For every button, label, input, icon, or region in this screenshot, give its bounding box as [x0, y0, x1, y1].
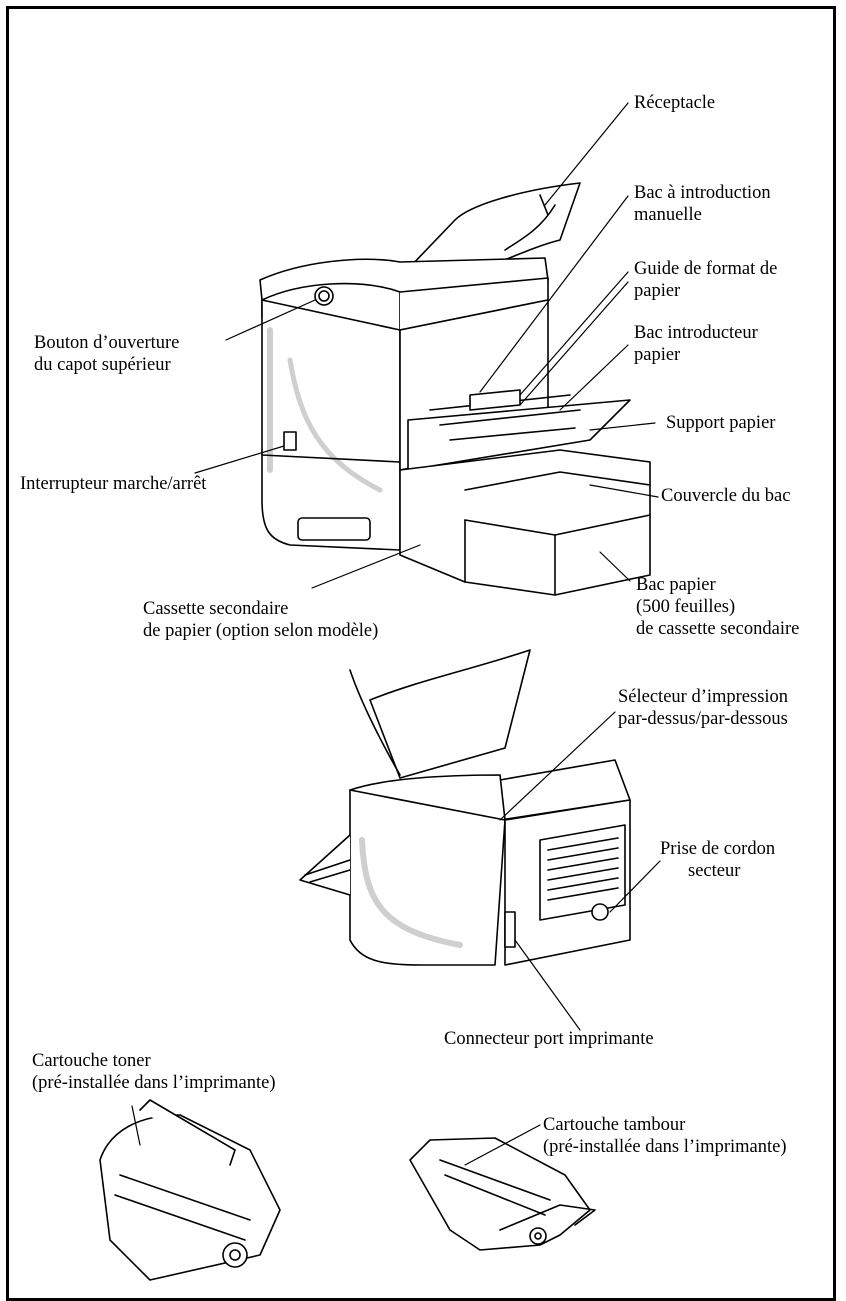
label-tray-cover: Couvercle du bac	[661, 486, 791, 506]
figure-frame	[6, 6, 836, 1301]
drum-leader-line	[464, 1124, 541, 1166]
label-power-switch: Interrupteur marche/arrêt	[20, 474, 207, 494]
label-output-selector: Sélecteur d’impression par-dessus/par-de…	[618, 687, 789, 729]
label-drum-cartridge: Cartouche tambour (pré-installée dans l’…	[543, 1115, 787, 1157]
label-paper-guide: Guide de format de papier	[634, 259, 778, 301]
label-toner-cartridge: Cartouche toner (pré-installée dans l’im…	[32, 1051, 276, 1093]
label-lower-cassette: Cassette secondaire de papier (option se…	[143, 599, 379, 641]
label-power-socket: Prise de cordon secteur	[660, 839, 776, 881]
label-manual-tray: Bac à introduction manuelle	[634, 183, 771, 225]
label-top-cover-button: Bouton d’ouverture du capot supérieur	[34, 333, 180, 375]
label-printer-port: Connecteur port imprimante	[444, 1029, 654, 1049]
toner-leader-line	[131, 1105, 141, 1146]
label-paper-support: Support papier	[666, 413, 776, 433]
label-lower-tray: Bac papier (500 feuilles) de cassette se…	[636, 575, 800, 639]
leader-lines-middle	[499, 711, 661, 1031]
printer-rear-view	[299, 649, 631, 966]
toner-cartridge	[99, 1099, 281, 1281]
printer-front-view	[259, 182, 651, 596]
leader-lines-top	[194, 102, 659, 589]
label-feeder-tray: Bac introducteur papier	[634, 323, 758, 365]
label-receptacle: Réceptacle	[634, 93, 716, 113]
drum-cartridge	[409, 1137, 596, 1251]
